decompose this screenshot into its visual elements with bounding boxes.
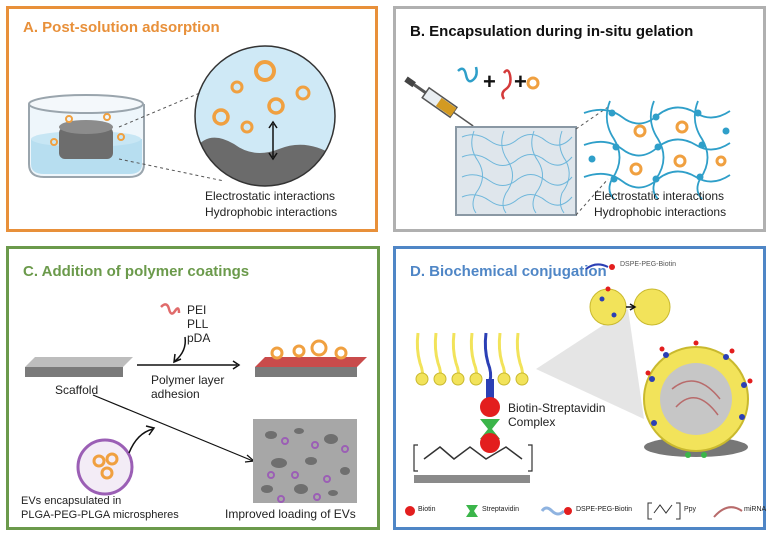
panel-a: A. Post-solution adsorption: [6, 6, 378, 232]
microsphere-label-2: PLGA-PEG-PLGA microspheres: [21, 509, 179, 521]
panel-c-title: C. Addition of polymer coatings: [23, 263, 250, 280]
legend-dspe-peg-biotin: DSPE-PEG-Biotin: [576, 506, 633, 513]
complex-label-2: Complex: [508, 415, 556, 429]
panel-a-interaction-2: Hydrophobic interactions: [205, 205, 338, 219]
polymer-step-label-1: Polymer layer: [151, 373, 225, 387]
legend-mirna: miRNA: [744, 506, 767, 513]
coating-illustration: [25, 303, 367, 503]
result-label: Improved loading of EVs: [225, 507, 356, 521]
panel-a-title: A. Post-solution adsorption: [23, 19, 220, 36]
polymer-label-pda: pDA: [187, 331, 211, 345]
panel-c: C. Addition of polymer coatings: [6, 246, 380, 530]
panel-b-title: B. Encapsulation during in-situ gelation: [410, 23, 694, 40]
panel-b-interaction-2: Hydrophobic interactions: [594, 205, 727, 219]
legend-streptavidin: Streptavidin: [482, 506, 519, 513]
panel-b: B. Encapsulation during in-situ gelation: [393, 6, 766, 232]
gelation-illustration: [404, 66, 731, 216]
conjugation-illustration: [405, 263, 753, 520]
complex-label-1: Biotin-Streptavidin: [508, 401, 606, 415]
panel-d: D. Biochemical conjugation: [393, 246, 766, 530]
polymer-label-pei: PEI: [187, 303, 207, 317]
polymer-step-label-2: adhesion: [151, 387, 200, 401]
legend-ppy: Ppy: [684, 506, 697, 513]
panel-b-interaction-1: Electrostatic interactions: [594, 189, 725, 203]
scaffold-label: Scaffold: [55, 383, 99, 397]
panel-d-title: D. Biochemical conjugation: [410, 263, 607, 280]
panel-a-interaction-1: Electrostatic interactions: [205, 189, 336, 203]
legend-biotin: Biotin: [418, 506, 436, 513]
microsphere-label-1: EVs encapsulated in: [21, 495, 122, 507]
dspe-peg-biotin-label: DSPE-PEG-Biotin: [620, 261, 677, 268]
plus-sign-2: +: [514, 69, 527, 94]
plus-sign-1: +: [483, 69, 496, 94]
polymer-label-pll: PLL: [187, 317, 209, 331]
beaker-illustration: [28, 45, 336, 187]
